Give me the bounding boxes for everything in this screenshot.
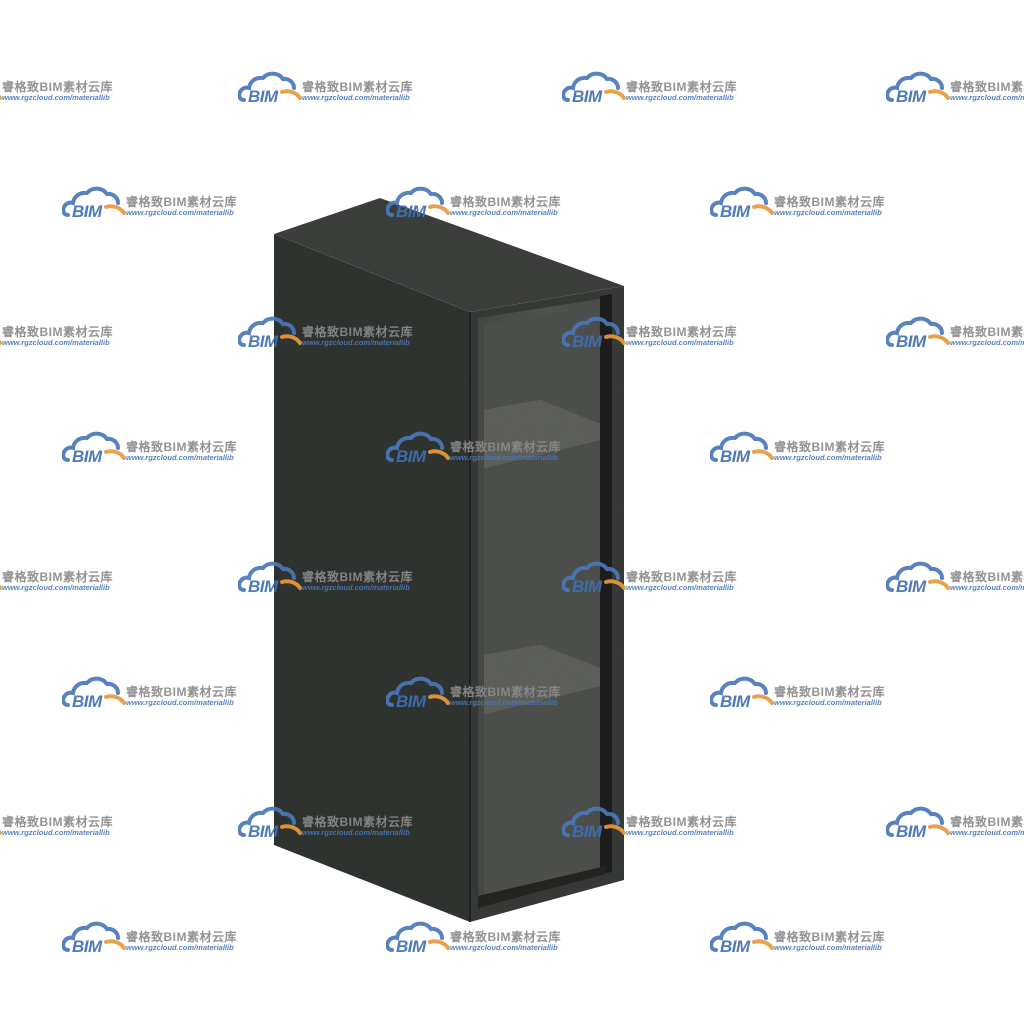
cabinet-shelf-lower <box>484 645 600 714</box>
cabinet-interior <box>484 306 598 896</box>
cabinet-shelf-upper <box>484 400 600 468</box>
cabinet-top-panel <box>274 198 624 312</box>
cabinet-door-edge <box>600 294 612 874</box>
cabinet-side-panel <box>274 234 470 922</box>
cabinet-bottom-rail <box>478 866 606 908</box>
